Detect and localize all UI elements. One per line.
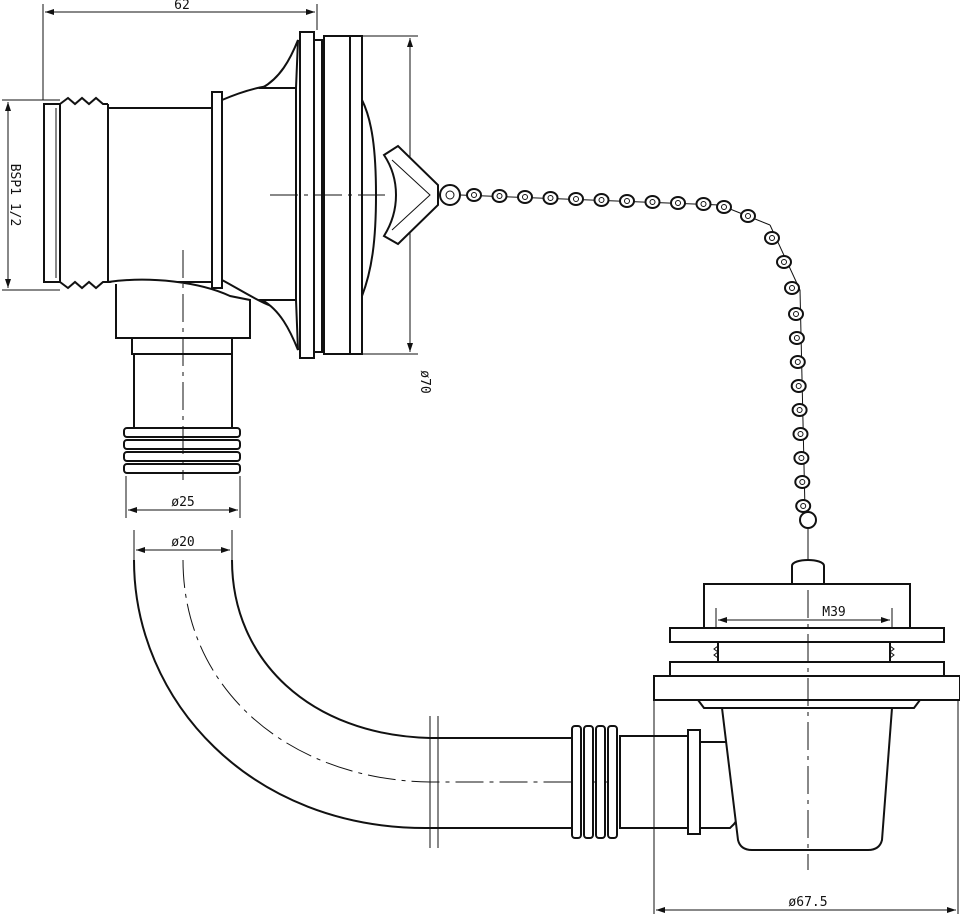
- chain-link-hole: [769, 235, 775, 241]
- chain-link-hole: [795, 383, 802, 389]
- chain-link-hole: [522, 194, 528, 200]
- chain-link-hole: [649, 199, 656, 205]
- chain-link-hole: [800, 503, 807, 509]
- chain-link-hole: [496, 193, 503, 199]
- chain-link-hole: [675, 200, 681, 206]
- chain-link-hole: [745, 213, 751, 219]
- thread-m39-label: M39: [822, 605, 845, 620]
- dimension-62: 62: [42, 0, 318, 100]
- chain-link-hole: [700, 201, 707, 207]
- bsp-thread-label: BSP1 1/2: [7, 164, 22, 227]
- overflow-assembly: [43, 31, 385, 480]
- diameter-20-label: ø20: [171, 535, 194, 550]
- chain-link-hole: [547, 195, 554, 201]
- dimension-20: ø20: [133, 530, 233, 560]
- diameter-70-label: ø70: [417, 370, 432, 393]
- waste-outlet: [653, 583, 960, 870]
- chain-link-hole: [624, 198, 630, 204]
- overflow-handle: [382, 144, 461, 246]
- diameter-25-label: ø25: [171, 495, 194, 510]
- chain-link-hole: [796, 407, 803, 413]
- chain-link-hole: [794, 359, 801, 365]
- dimension-bsp: BSP1 1/2: [2, 99, 60, 291]
- chain-link-hole: [781, 259, 787, 265]
- chain-link-hole: [799, 479, 806, 485]
- chain-link-hole: [789, 285, 795, 291]
- chain-link-hole: [793, 335, 800, 341]
- chain-link-hole: [797, 431, 804, 437]
- dimension-25: ø25: [125, 476, 241, 518]
- plug-chain: [459, 188, 825, 585]
- diameter-67-5-label: ø67.5: [788, 895, 827, 910]
- dimension-67-5: ø67.5: [653, 700, 959, 914]
- chain-link-hole: [573, 196, 579, 202]
- chain-link-hole: [598, 197, 605, 203]
- dimension-62-label: 62: [174, 0, 190, 13]
- chain-link-hole: [798, 455, 805, 461]
- chain-link-hole: [793, 311, 799, 317]
- chain-link-hole: [471, 192, 477, 198]
- chain-link-hole: [721, 204, 727, 210]
- dimension-m39: M39: [715, 605, 893, 628]
